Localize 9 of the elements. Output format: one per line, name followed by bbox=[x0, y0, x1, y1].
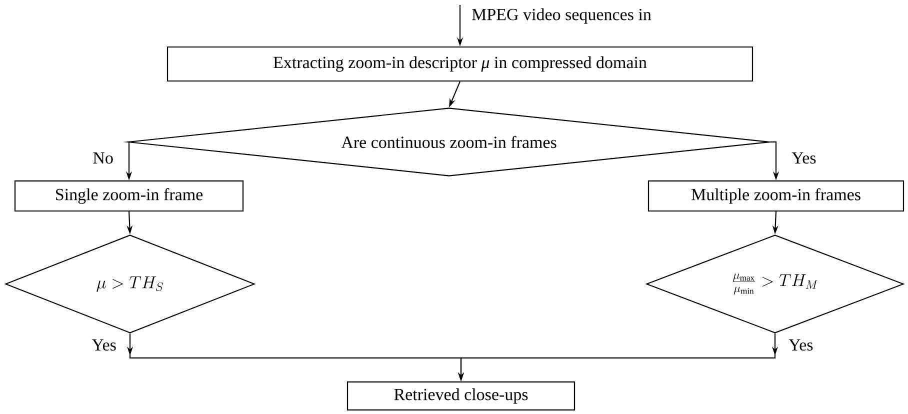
edge-label: MPEG video sequences in bbox=[472, 8, 652, 24]
edge-label: Yes bbox=[92, 339, 116, 351]
process-box: Single zoom-in frame bbox=[14, 180, 244, 212]
edge-label: Yes bbox=[792, 152, 816, 164]
edge-label: No bbox=[93, 152, 113, 164]
process-box: Extracting zoom-in descriptor μ in compressed domain bbox=[166, 46, 754, 82]
edge-label: Yes bbox=[788, 339, 813, 351]
process-box: Retrieved close-ups bbox=[346, 381, 576, 411]
process-box: Multiple zoom-in frames bbox=[648, 180, 904, 212]
